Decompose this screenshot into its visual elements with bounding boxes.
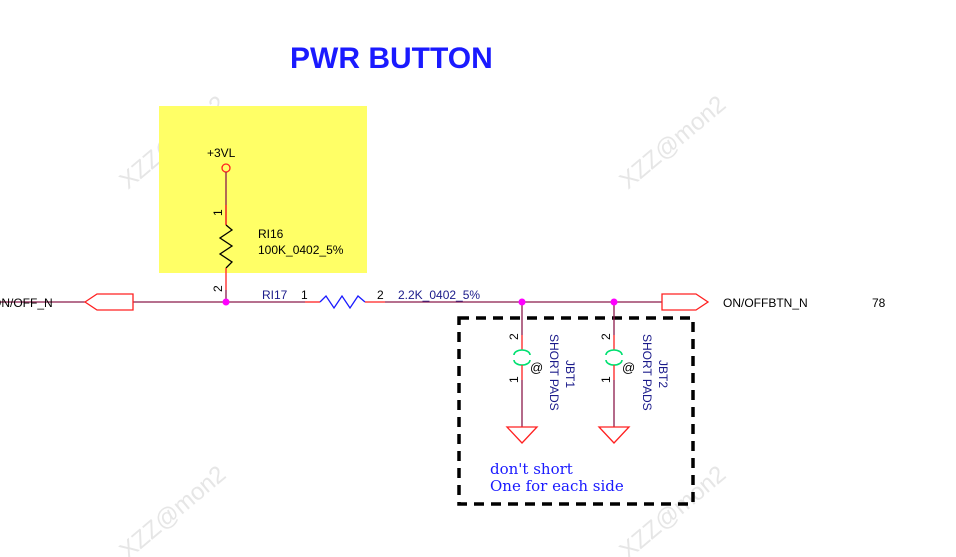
note-line2: One for each side: [490, 477, 624, 495]
short-pad-jbt1[interactable]: 2 1 @ SHORT PADS JBT1: [505, 302, 577, 444]
port-right-arrow-icon[interactable]: [661, 293, 710, 311]
pin-label: 2: [377, 288, 384, 302]
pin-label: 1: [301, 288, 308, 302]
power-rail-label: +3VL: [207, 146, 236, 160]
resistor-value: 100K_0402_5%: [258, 243, 344, 257]
port-right-ref: 78: [872, 296, 886, 310]
junction-dot: [222, 298, 230, 306]
ground-icon: [597, 426, 631, 444]
port-left-label: ON/OFF_N: [0, 296, 53, 310]
resistor-ref: RI16: [258, 227, 284, 241]
page-title: PWR BUTTON: [290, 42, 493, 75]
pin-label: 1: [599, 376, 613, 383]
pin-label: 2: [211, 285, 225, 292]
junction-dot: [610, 298, 618, 306]
pad-mark: @: [530, 360, 543, 375]
pad-ref: JBT2: [656, 360, 670, 388]
resistor-ri17[interactable]: RI17 1 2 2.2K_0402_5%: [262, 288, 480, 310]
note-line1: don't short: [490, 460, 573, 478]
watermark: XZZ@mon2: [115, 461, 232, 557]
short-pad-jbt2[interactable]: 2 1 @ SHORT PADS JBT2: [597, 302, 670, 444]
resistor-value: 2.2K_0402_5%: [398, 288, 480, 302]
pad-value: SHORT PADS: [640, 334, 654, 411]
ground-icon: [505, 426, 539, 444]
pin-label: 1: [507, 376, 521, 383]
highlight-box: [159, 106, 367, 273]
watermark: XZZ@mon2: [615, 91, 732, 195]
pin-label: 1: [211, 209, 225, 216]
pad-ref: JBT1: [563, 360, 577, 388]
pin-label: 2: [507, 333, 521, 340]
pad-mark: @: [622, 360, 635, 375]
note-box: [457, 316, 695, 506]
port-left-arrow-icon[interactable]: [83, 293, 134, 311]
resistor-ri16[interactable]: 1 2 RI16 100K_0402_5%: [211, 172, 344, 302]
pad-value: SHORT PADS: [547, 334, 561, 411]
resistor-ref: RI17: [262, 288, 288, 302]
watermark: XZZ@mon2: [615, 461, 732, 557]
pin-label: 2: [599, 333, 613, 340]
port-right-label: ON/OFFBTN_N: [723, 296, 808, 310]
junction-dot: [518, 298, 526, 306]
